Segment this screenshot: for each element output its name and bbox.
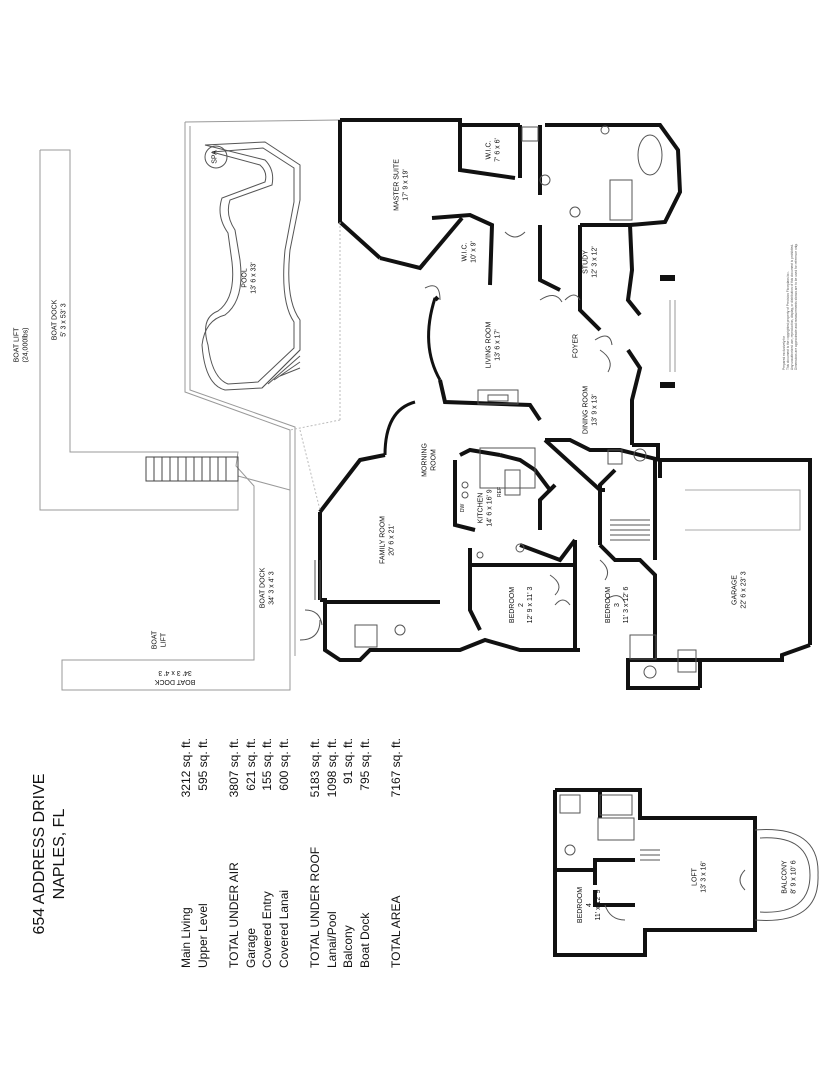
area-label: Balcony <box>341 925 355 968</box>
table-row: Main Living 3212 sq. ft. <box>178 738 195 968</box>
area-value: 595 sq. ft. <box>195 738 210 791</box>
area-value: 3807 sq. ft. <box>227 738 241 798</box>
area-value: 5183 sq. ft. <box>308 738 322 798</box>
table-row: Lanai/Pool 1098 sq. ft. <box>324 738 341 968</box>
pool-outline <box>201 141 301 391</box>
area-value: 621 sq. ft. <box>243 738 258 791</box>
table-row: Covered Lanai 600 sq. ft. <box>276 738 293 968</box>
area-label: TOTAL UNDER AIR <box>227 862 241 968</box>
area-label: Boat Dock <box>357 912 372 968</box>
area-value: 795 sq. ft. <box>357 738 372 791</box>
table-row: Boat Dock 795 sq. ft. <box>357 738 374 968</box>
area-value: 1098 sq. ft. <box>324 738 339 798</box>
address-line-2: NAPLES, FL <box>51 808 68 900</box>
area-value: 91 sq. ft. <box>341 738 355 785</box>
table-row: Covered Entry 155 sq. ft. <box>259 738 276 968</box>
area-label: TOTAL UNDER ROOF <box>308 846 322 968</box>
boat-dock-outline <box>39 149 291 691</box>
area-value: 155 sq. ft. <box>260 738 274 791</box>
dishwasher-label: DW <box>459 503 466 513</box>
area-label: Main Living <box>179 907 193 968</box>
table-row: TOTAL AREA 7167 sq. ft. <box>388 738 405 968</box>
upper-level-walls <box>553 788 757 957</box>
table-row: TOTAL UNDER ROOF 5183 sq. ft. <box>307 738 324 968</box>
area-value: 7167 sq. ft. <box>389 738 403 798</box>
room-label-wic-2: W.I.C.10' x 9' <box>461 241 477 263</box>
area-label: Covered Lanai <box>276 889 291 968</box>
disclaimer-text: Prepared exclusively for This document i… <box>782 243 798 370</box>
table-row: TOTAL UNDER AIR 3807 sq. ft. <box>226 738 243 968</box>
table-row: Garage 621 sq. ft. <box>243 738 260 968</box>
area-label: TOTAL AREA <box>389 895 403 968</box>
area-table: Main Living 3212 sq. ft. Upper Level 595 s… <box>178 738 405 968</box>
area-label: Upper Level <box>195 903 210 968</box>
area-value: 600 sq. ft. <box>276 738 291 791</box>
room-label-wic-1: W.I.C.7' 6 x 6' <box>485 138 501 162</box>
area-label: Covered Entry <box>260 891 274 968</box>
table-row: Upper Level 595 sq. ft. <box>195 738 212 968</box>
address-line-1: 654 ADDRESS DRIVE <box>31 773 48 935</box>
address-title: 654 ADDRESS DRIVE NAPLES, FL <box>30 744 70 964</box>
area-label: Garage <box>243 927 258 968</box>
room-label-boat-dock-bottom: BOAT DOCK 34' 3 x 4' 3 <box>154 669 196 685</box>
room-label-spa: SPA <box>211 150 219 164</box>
area-label: Lanai/Pool <box>324 911 339 968</box>
room-label-boat-lift-top: BOAT LIFT(24,000lbs) <box>13 327 29 363</box>
room-label-foyer: FOYER <box>572 333 580 359</box>
area-value: 3212 sq. ft. <box>179 738 193 798</box>
table-row: Balcony 91 sq. ft. <box>340 738 357 968</box>
room-label-ref: REF <box>496 487 503 497</box>
lanai-outline <box>184 119 341 660</box>
dock-stairs <box>145 456 239 482</box>
